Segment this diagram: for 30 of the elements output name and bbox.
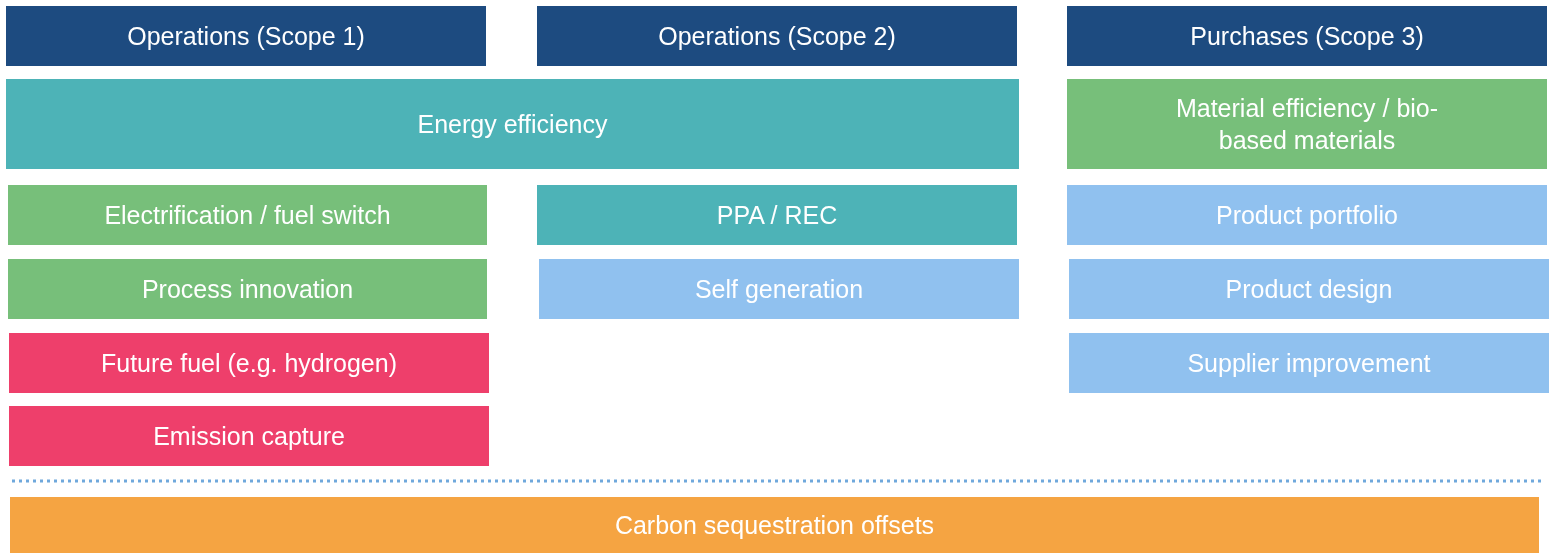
- box-label: Process innovation: [141, 273, 354, 305]
- box-label: Product design: [1225, 273, 1393, 305]
- scope-header: [537, 6, 1017, 66]
- scope-header: [1067, 6, 1547, 66]
- box-label: PPA / REC: [716, 199, 838, 231]
- lever-box: [539, 259, 1019, 319]
- scope-header: [6, 6, 486, 66]
- box-label: Product portfolio: [1215, 199, 1398, 231]
- lever-box: [1067, 185, 1547, 245]
- lever-box: [9, 406, 489, 466]
- box-label: Electrification / fuel switch: [104, 199, 391, 231]
- box-label: Emission capture: [153, 420, 345, 452]
- box-label: Operations (Scope 1): [127, 20, 365, 52]
- lever-box: [8, 259, 487, 319]
- box-label: Supplier improvement: [1187, 347, 1431, 379]
- lever-box: [8, 185, 487, 245]
- box-label: Operations (Scope 2): [658, 20, 896, 52]
- offset-band: [10, 497, 1539, 553]
- lever-box: [1067, 79, 1547, 169]
- box-label: Self generation: [694, 273, 864, 305]
- box-label: Purchases (Scope 3): [1190, 20, 1424, 52]
- box-label: Carbon sequestration offsets: [614, 509, 935, 541]
- lever-box: [1069, 333, 1549, 393]
- lever-box: [537, 185, 1017, 245]
- lever-box: [1069, 259, 1549, 319]
- lever-box: [9, 333, 489, 393]
- box-label: Energy efficiency: [417, 108, 608, 140]
- box-label: Future fuel (e.g. hydrogen): [101, 347, 397, 379]
- box-label: Material efficiency / bio-based materials: [1174, 92, 1440, 156]
- lever-box: [6, 79, 1019, 169]
